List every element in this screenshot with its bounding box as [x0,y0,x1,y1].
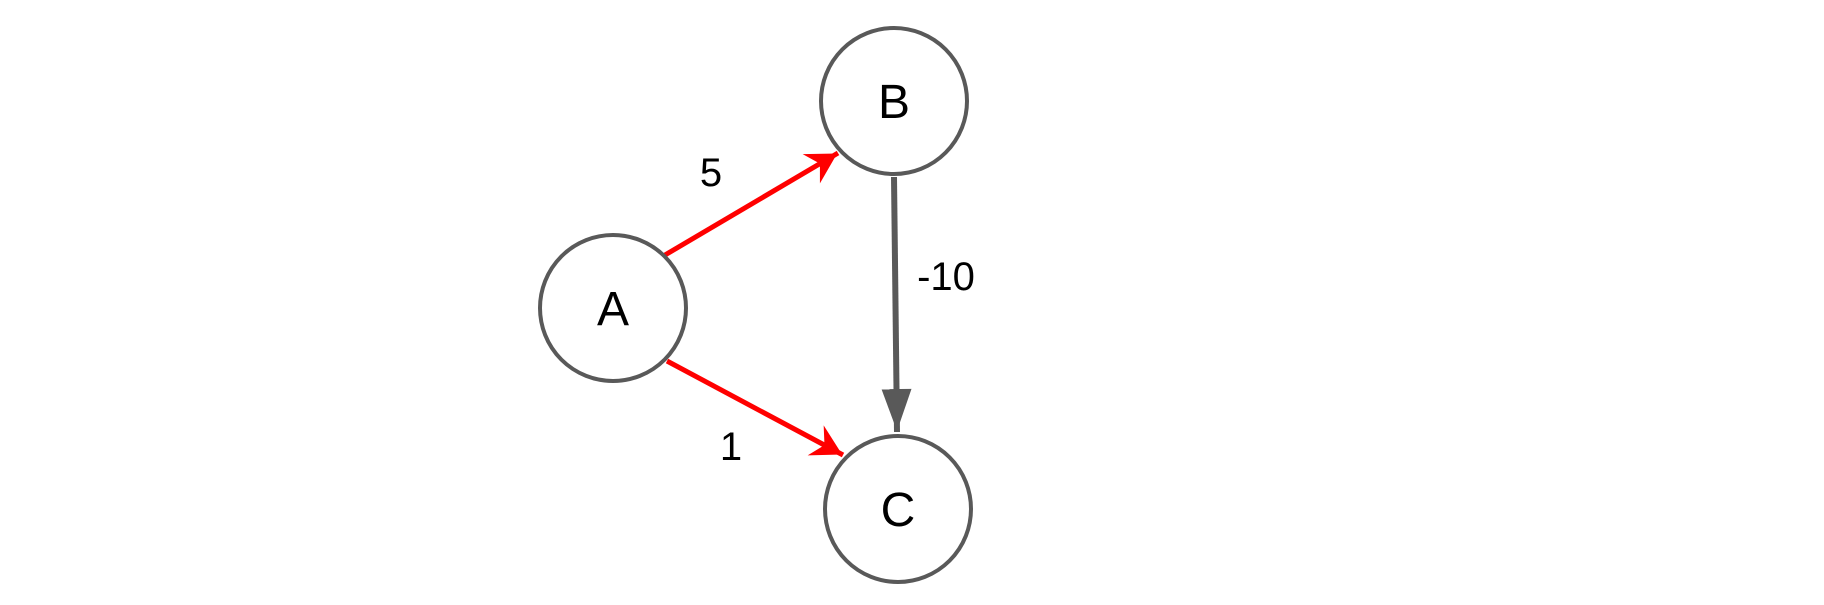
node-b: B [819,26,969,176]
node-c: C [823,434,973,584]
node-a-circle [538,233,688,383]
node-c-label: C [881,484,916,537]
node-a-label: A [597,283,629,336]
node-b-circle [819,26,969,176]
edge-b-c [881,176,912,433]
edge-a-c [665,358,845,458]
node-b-label: B [878,76,910,129]
edge-a-b [663,150,840,258]
edge-b-c-weight: -10 [917,255,975,299]
edge-a-c-weight: 1 [720,425,742,469]
edge-a-b-weight: 5 [700,151,722,195]
node-c-circle [823,434,973,584]
node-a: A [538,233,688,383]
